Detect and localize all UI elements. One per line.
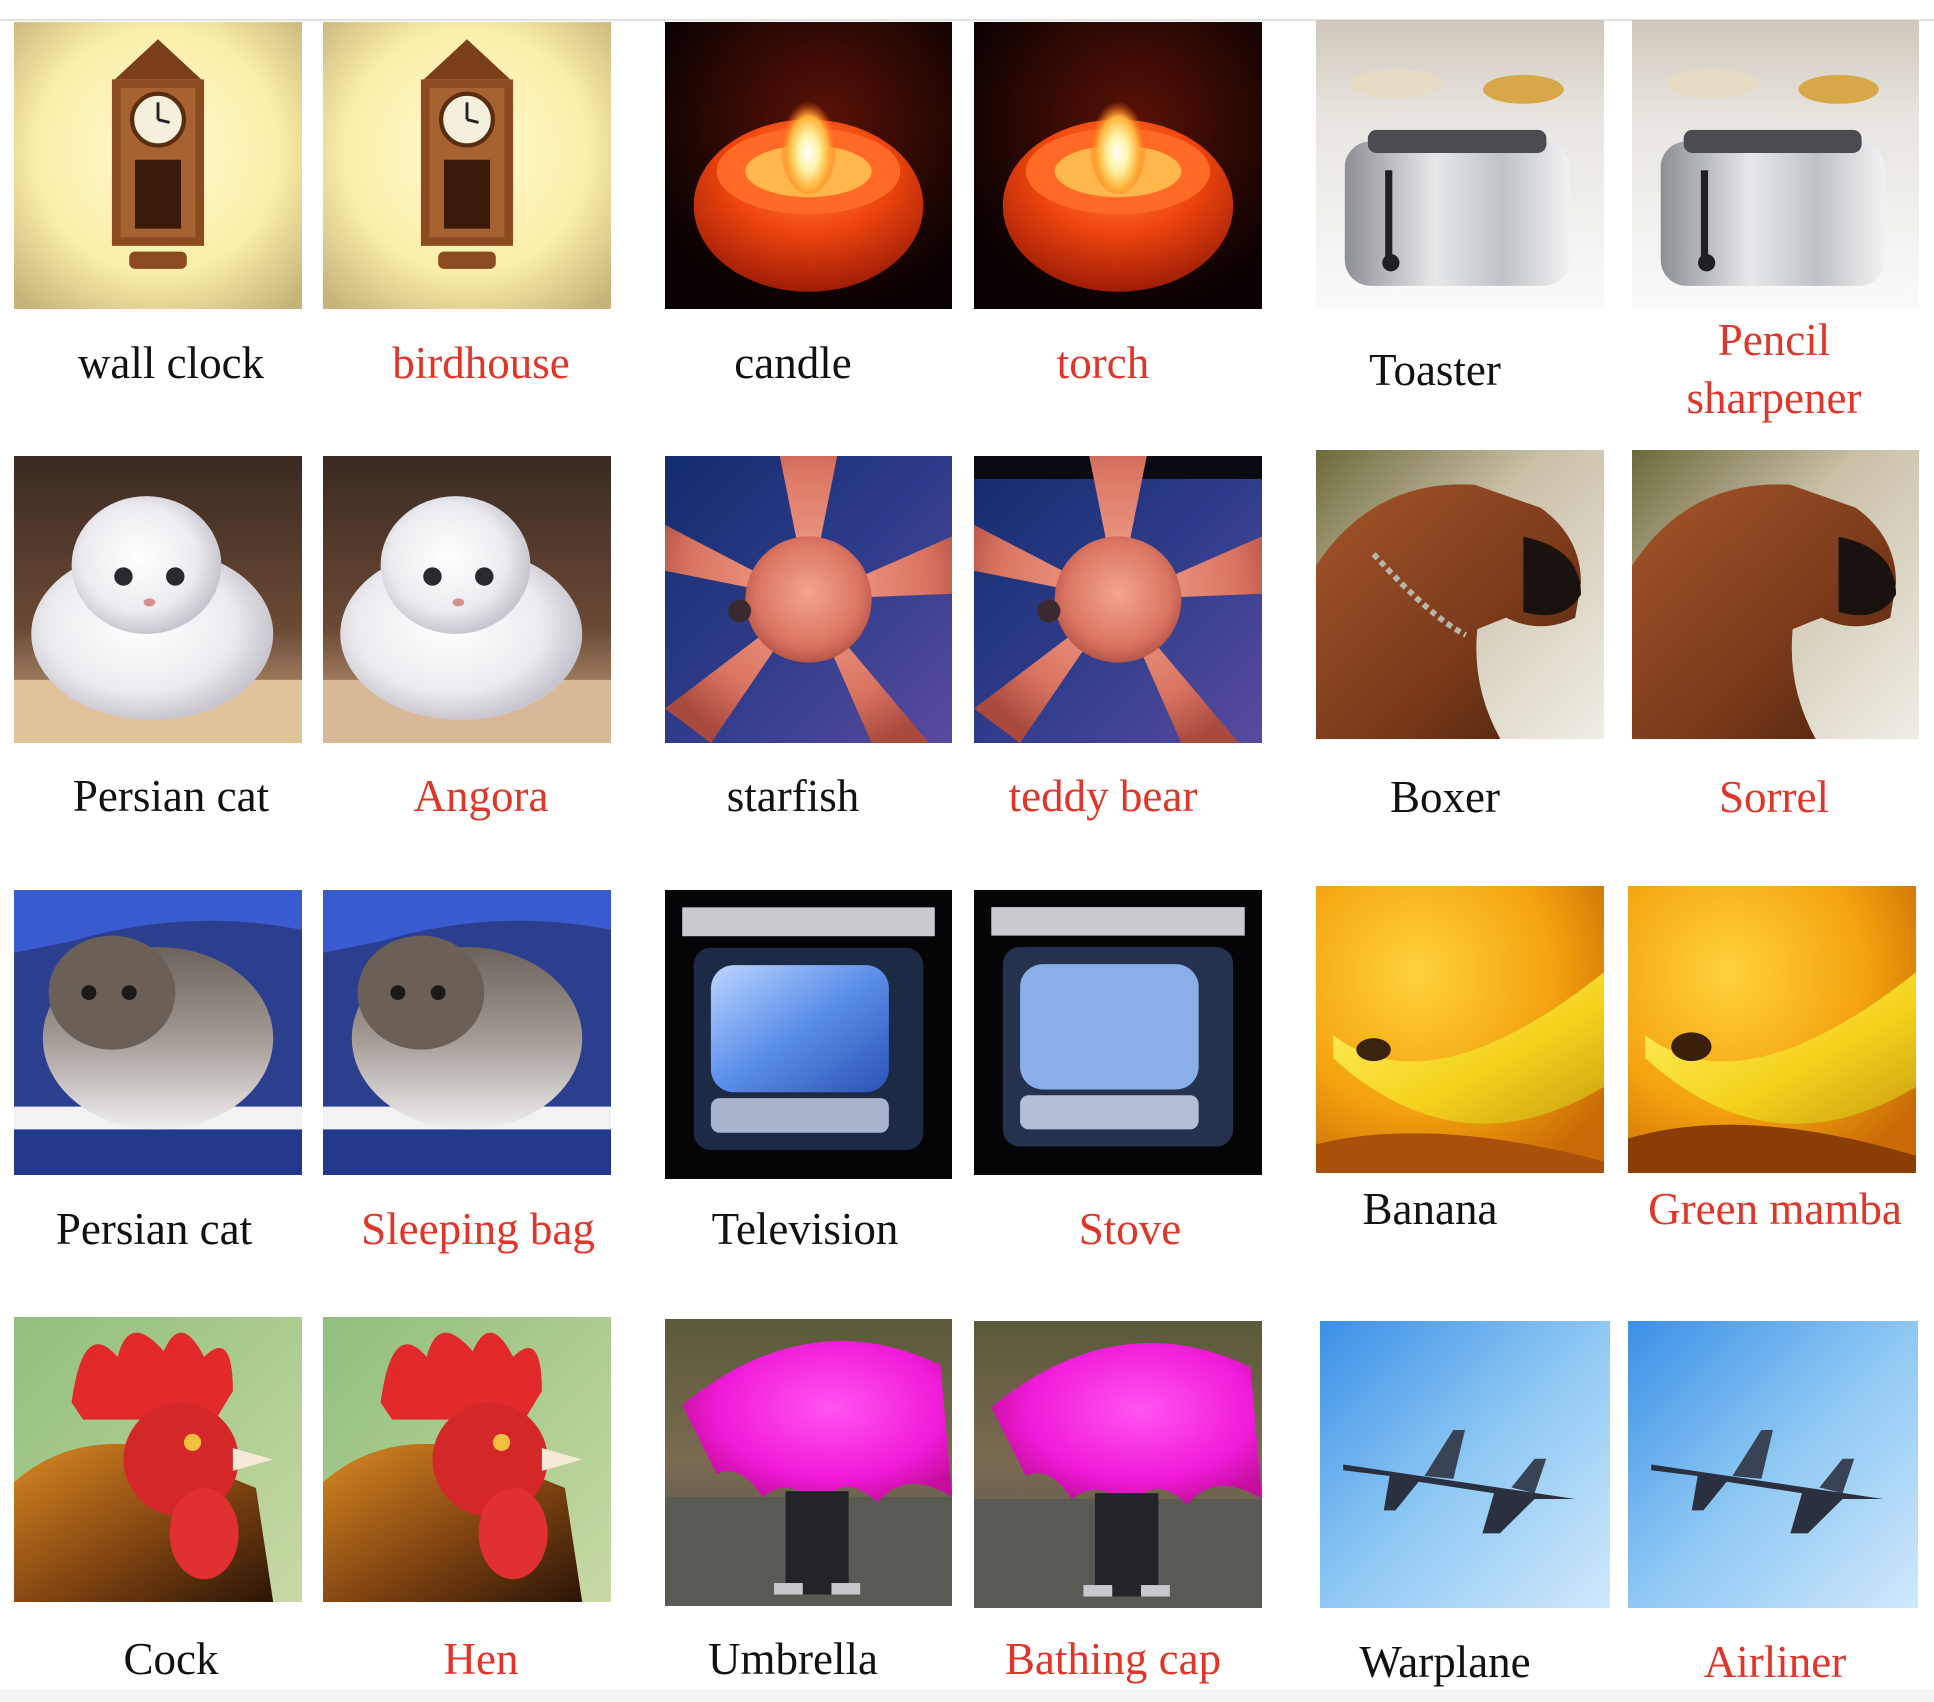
rooster-image: [14, 1317, 302, 1602]
boxer-dog-image: [1632, 450, 1919, 739]
original-label: Toaster: [1369, 345, 1501, 395]
original-label: Television: [711, 1204, 899, 1254]
original-label: Warplane: [1359, 1637, 1531, 1687]
grey-kitten-image: [14, 890, 302, 1175]
banana-image: [1628, 886, 1916, 1173]
original-label: Banana: [1362, 1184, 1498, 1234]
original-label: Umbrella: [708, 1634, 878, 1684]
umbrella-image: [974, 1321, 1262, 1608]
original-label: candle: [734, 338, 852, 388]
adversarial-label: Airliner: [1703, 1637, 1847, 1687]
boxer-dog-image: [1316, 450, 1604, 739]
adversarial-label: Stove: [1078, 1204, 1182, 1254]
original-label: wall clock: [77, 338, 265, 388]
wall-clock-image: [14, 22, 302, 309]
television-image: [665, 890, 952, 1179]
white-kitten-image: [14, 456, 302, 743]
wall-clock-image: [323, 22, 611, 309]
adversarial-label: birdhouse: [392, 338, 570, 388]
starfish-image: [974, 456, 1262, 743]
grey-kitten-image: [323, 890, 611, 1175]
top-rule: [0, 19, 1934, 21]
adversarial-label: Bathing cap: [1004, 1634, 1222, 1684]
original-label: Boxer: [1390, 772, 1500, 822]
banana-image: [1316, 886, 1604, 1173]
adversarial-label: teddy bear: [1008, 771, 1198, 821]
warplane-image: [1628, 1321, 1918, 1608]
original-label: Cock: [123, 1634, 219, 1684]
toaster-image: [1316, 20, 1604, 309]
adversarial-label: torch: [1056, 338, 1150, 388]
adversarial-label: Pencil sharpener: [1686, 315, 1862, 423]
starfish-image: [665, 456, 952, 743]
original-label: Persian cat: [72, 771, 270, 821]
adversarial-label: Hen: [443, 1634, 519, 1684]
warplane-image: [1320, 1321, 1610, 1608]
original-label: starfish: [726, 771, 860, 821]
original-label: Persian cat: [55, 1204, 253, 1254]
television-image: [974, 890, 1262, 1175]
adversarial-label: Sleeping bag: [361, 1204, 595, 1254]
bottom-edge: [0, 1690, 1934, 1702]
adversarial-label: Green mamba: [1648, 1184, 1902, 1234]
toaster-image: [1632, 20, 1919, 309]
candle-image: [974, 22, 1262, 309]
umbrella-image: [665, 1319, 952, 1606]
white-kitten-image: [323, 456, 611, 743]
adversarial-label: Sorrel: [1719, 772, 1829, 822]
candle-image: [665, 22, 952, 309]
adversarial-label: Angora: [413, 771, 549, 821]
rooster-image: [323, 1317, 611, 1602]
